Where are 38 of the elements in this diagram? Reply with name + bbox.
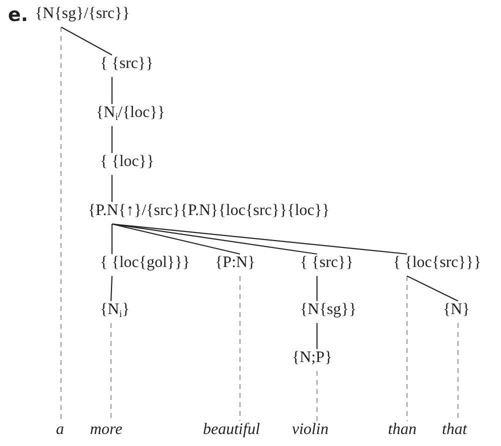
dashed-line [110,323,112,421]
word: more [90,420,122,440]
dashed-line [239,276,241,421]
tree-branch [110,276,113,302]
category-label: {P:N} [215,253,256,273]
tree-branch [406,276,458,302]
word: violin [292,420,328,440]
category-label: { {src}} [100,54,154,74]
word: a [56,420,64,440]
tree-branch [111,175,113,202]
category-label: { {loc}} [100,152,154,172]
tree-branch [112,223,408,255]
category-label: {N$_{i}$} [100,300,130,320]
dashed-line [316,371,318,421]
tree-branch [111,224,113,254]
tree-branch [316,323,318,349]
tree-branch [112,223,240,255]
category-label: {N} [443,300,470,320]
category-label: {N{sg}} [300,300,356,320]
category-label: { {loc{gol}}} [100,253,190,273]
tree-branch [60,26,112,56]
category-label: {P.N{↑}/{src}{P.N}{loc{src}}{loc}} [88,201,330,221]
tree-branch [112,223,318,255]
word: beautiful [203,420,260,440]
category-label: {N;P} [292,348,332,368]
example-letter: e. [8,4,28,26]
word: that [442,420,467,440]
category-label: {N$_{i}$/{loc}} [96,103,166,123]
word: than [388,420,416,440]
dashed-line [457,323,459,421]
category-label: {N{sg}/{src}} [35,4,130,24]
category-label: { {loc{src}}} [393,253,482,273]
tree-branch [316,276,318,301]
tree-branch [111,126,113,153]
category-label: { {src}} [300,253,354,273]
dashed-line [60,27,62,421]
tree-branch [111,77,113,104]
dashed-line [406,276,408,421]
